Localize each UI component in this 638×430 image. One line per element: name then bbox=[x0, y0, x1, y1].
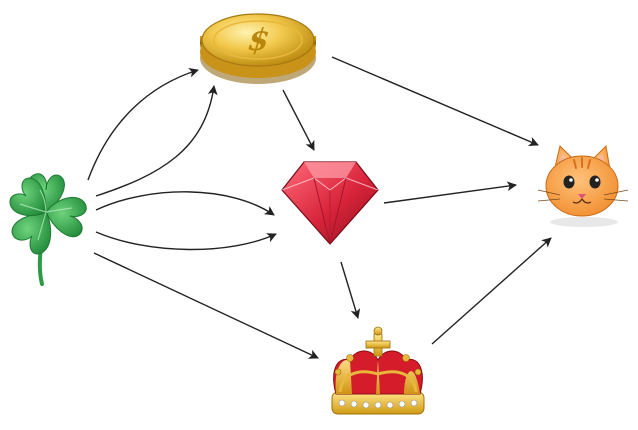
gold-dollar-coin-icon: $ bbox=[200, 13, 316, 84]
edge-coin-to-cat bbox=[331, 56, 539, 147]
edge-clover-to-ruby-upper bbox=[95, 191, 275, 216]
edge-clover-to-ruby-lower bbox=[95, 231, 277, 251]
edge-clover-to-coin-lower bbox=[95, 85, 218, 197]
edge-ruby-to-crown bbox=[340, 261, 361, 319]
edge-clover-to-coin-upper bbox=[87, 67, 199, 181]
edge-ruby-to-cat bbox=[383, 181, 517, 204]
edge-crown-to-cat bbox=[431, 237, 552, 345]
cat-face-icon bbox=[537, 144, 629, 227]
royal-crown-icon bbox=[331, 326, 425, 415]
four-leaf-clover-icon bbox=[9, 173, 87, 286]
edge-clover-to-crown bbox=[93, 252, 319, 359]
edge-coin-to-ruby bbox=[282, 89, 315, 151]
red-ruby-gem-icon bbox=[281, 161, 379, 245]
edges bbox=[87, 56, 552, 359]
